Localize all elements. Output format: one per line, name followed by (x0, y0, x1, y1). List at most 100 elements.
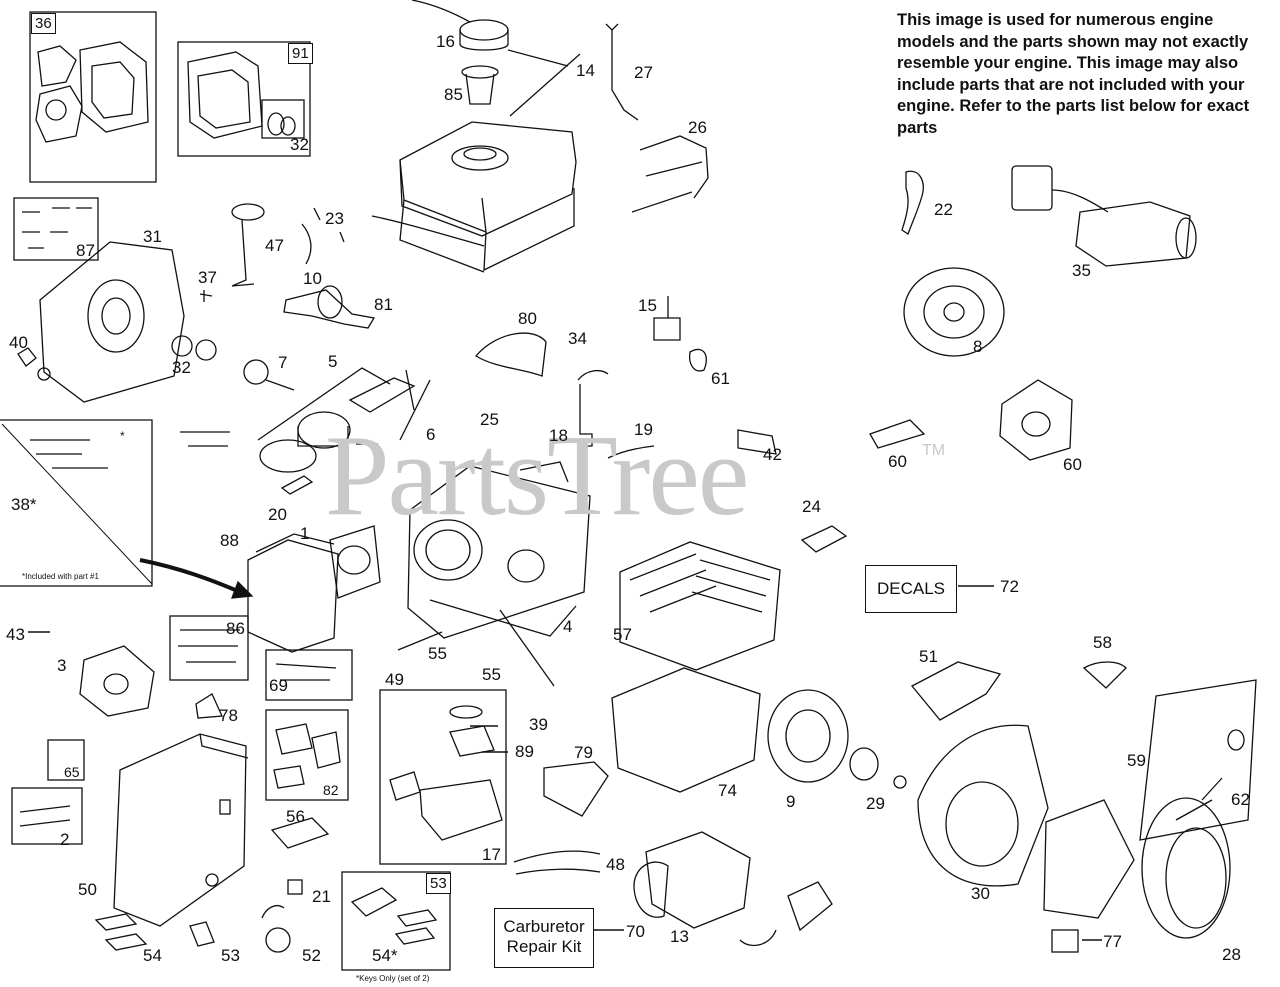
disclaimer-note: This image is used for numerous engine m… (897, 11, 1250, 137)
carb-repair-kit-callout: Carburetor Repair Kit (494, 908, 594, 968)
part-label: 31 (143, 227, 162, 246)
part-label: 82 (323, 782, 339, 798)
part-label: 47 (265, 236, 284, 255)
part-label: 21 (312, 887, 331, 906)
decals-callout: DECALS (865, 565, 957, 613)
screen-misc (739, 881, 833, 947)
part-label: 77 (1103, 932, 1122, 951)
part-label: 86 (226, 619, 245, 638)
part-label: 48 (606, 855, 625, 874)
part-label: 55 (482, 665, 501, 684)
bolt-kit-87 (13, 197, 99, 261)
part-label: 38* (11, 495, 37, 514)
box-tag-53: 53 (426, 873, 451, 894)
ignition-wire (577, 369, 609, 447)
muffler-cover-74 (611, 667, 761, 793)
arrow-to-head (139, 558, 254, 599)
part-label: 2 (60, 830, 70, 849)
part-label: 13 (670, 927, 689, 946)
carburetor-group (379, 689, 507, 865)
part-label: 35 (1072, 261, 1091, 280)
guard-56 (270, 817, 330, 849)
part-label: 79 (574, 743, 593, 762)
part-label: 23 (325, 209, 344, 228)
spark-plug (280, 475, 314, 495)
ignition-switch-53 (189, 921, 215, 947)
engine-block (407, 461, 591, 639)
part-label: 88 (220, 531, 239, 550)
cylinder-head (247, 533, 339, 653)
bolt-kit-86 (169, 615, 249, 681)
part-label: 26 (688, 118, 707, 137)
flywheel-8 (903, 267, 1005, 357)
keys-note: *Keys Only (set of 2) (356, 974, 430, 983)
part-label: 61 (711, 369, 730, 388)
engine-cover-50 (113, 733, 249, 927)
included-note: *Included with part #1 (22, 572, 99, 581)
part-label: 32 (172, 358, 191, 377)
charging-coil (869, 379, 1073, 461)
part-label: 60 (888, 452, 907, 471)
part-label: 29 (866, 794, 885, 813)
breather-hose (301, 207, 345, 265)
valve-train (30, 431, 230, 469)
bracket-24 (800, 525, 848, 553)
oil-fill-tube (231, 203, 265, 287)
part-label: 56 (286, 807, 305, 826)
gasket-kit-82 (265, 709, 349, 801)
part-label: 42 (763, 445, 782, 464)
part-58 (1082, 661, 1127, 689)
part-label: 14 (576, 61, 595, 80)
part-label: 49 (385, 670, 404, 689)
bolt-55 (397, 609, 555, 687)
part-label: 69 (269, 676, 288, 695)
grommet-52 (261, 904, 291, 953)
fuel-cap (411, 0, 509, 51)
shroud-59 (1139, 679, 1257, 841)
part-label: 20 (268, 505, 287, 524)
piston-rod-assembly (257, 367, 431, 473)
part-label: 27 (634, 63, 653, 82)
part-label: 28 (1222, 945, 1241, 964)
part-label: 1 (300, 524, 310, 543)
part-label: 9 (786, 792, 796, 811)
part-label: 54* (372, 946, 398, 965)
keys-54 (94, 913, 148, 951)
part-label: 80 (518, 309, 537, 328)
starter-cup-29 (849, 747, 907, 789)
part-label: 3 (57, 656, 67, 675)
bolt-kit-2 (11, 787, 83, 845)
bearings (171, 335, 217, 361)
part-label: 85 (444, 85, 463, 104)
gasket-kit-36 (29, 11, 157, 183)
part-label: 53 (221, 946, 240, 965)
part-label: 18 (549, 426, 568, 445)
carb-callout-line2: Repair Kit (506, 937, 582, 956)
part-label: 10 (303, 269, 322, 288)
wire-harness-48 (513, 850, 601, 875)
part-label: 32 (290, 135, 309, 154)
part-label: 34 (568, 329, 587, 348)
recoil-62 (1141, 777, 1231, 939)
muffler-3 (79, 645, 155, 717)
part-label: 87 (76, 241, 95, 260)
part-label: 78 (219, 706, 238, 725)
cam-gear (243, 359, 295, 391)
crankshaft (199, 285, 376, 329)
diagonal-divider (0, 419, 153, 587)
part-label: 7 (278, 353, 288, 372)
key-switch-kit-53 (341, 871, 451, 971)
part-label: 17 (482, 845, 501, 864)
part-label: 5 (328, 352, 338, 371)
bracket-42 (737, 429, 777, 455)
part-label: 6 (426, 425, 436, 444)
governor-linkage (631, 135, 709, 213)
plate-28-ring (1043, 799, 1135, 919)
bracket-22 (901, 170, 924, 235)
head-gasket (329, 525, 381, 599)
part-label: 40 (9, 333, 28, 352)
fuel-strainer (461, 65, 499, 105)
control-lever (605, 23, 639, 121)
crankcase-cover (17, 241, 185, 403)
